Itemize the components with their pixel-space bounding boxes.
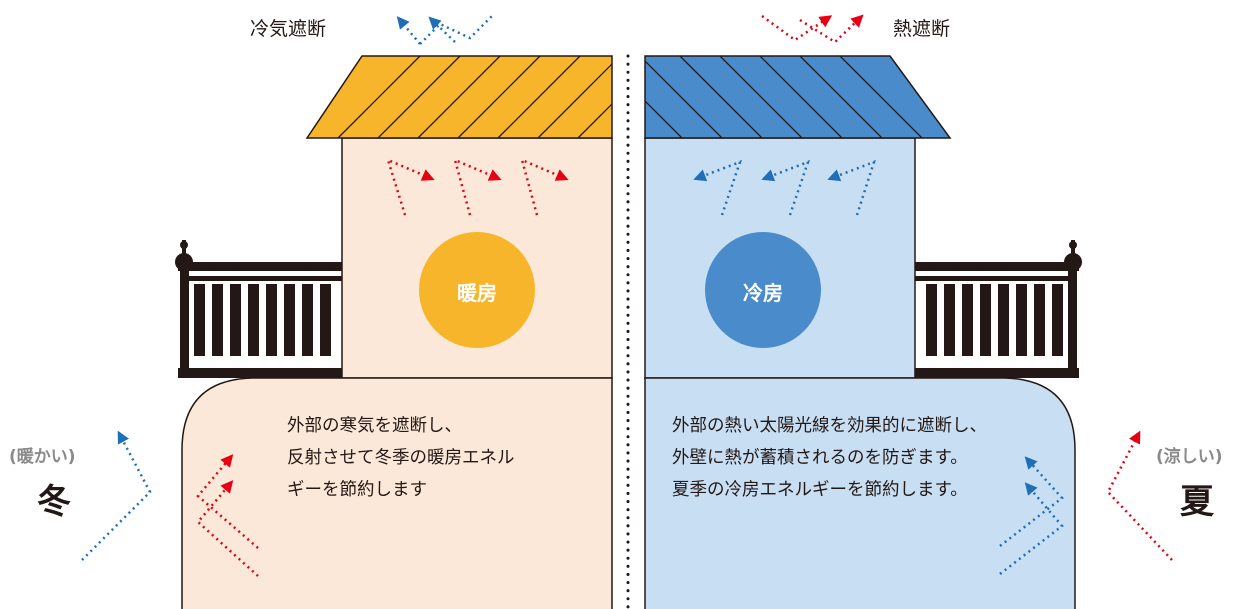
- right-lower-wall: [644, 377, 1076, 609]
- summer-sub-label: (涼しい): [1156, 447, 1223, 467]
- inner-heat-arrows-icon: [386, 157, 569, 216]
- left-railing: [175, 240, 342, 378]
- winter-reflect-arrows-icon: [196, 454, 259, 577]
- winter-description-line: ギーを節約します: [287, 480, 427, 500]
- cooling-label: 冷房: [743, 281, 783, 305]
- summer-description-line: 外壁に熱が蓄積されるのを防ぎます。: [672, 448, 968, 468]
- winter-wind-arrow-icon: [81, 430, 152, 561]
- summer-description-line: 外部の熱い太陽光線を効果的に遮断し、: [672, 416, 987, 436]
- winter-label: 冬: [37, 482, 71, 522]
- heating-label: 暖房: [457, 281, 497, 305]
- left-roof: [305, 55, 613, 139]
- right-roof: [644, 55, 952, 139]
- summer-reflect-arrows-icon: [999, 456, 1064, 575]
- summer-label: 夏: [1180, 482, 1214, 522]
- winter-description: 外部の寒気を遮断し、 反射させて冬季の暖房エネル ギーを節約します: [287, 410, 515, 506]
- left-house: [175, 55, 613, 609]
- cold-block-label: 冷気遮断: [250, 18, 327, 40]
- winter-description-line: 反射させて冬季の暖房エネル: [287, 448, 515, 468]
- winter-description-line: 外部の寒気を遮断し、: [287, 416, 462, 436]
- winter-sub-label: (暖かい): [9, 447, 76, 467]
- right-railing: [915, 240, 1082, 378]
- summer-description-line: 夏季の冷房エネルギーを節約します。: [672, 480, 968, 500]
- summer-description: 外部の熱い太陽光線を効果的に遮断し、 外壁に熱が蓄積されるのを防ぎます。 夏季の…: [672, 410, 987, 506]
- heating-circle: [419, 232, 535, 348]
- heat-block-label: 熱遮断: [893, 18, 951, 40]
- cold-block-arrows-icon: [396, 15, 493, 45]
- summer-sun-arrow-icon: [1106, 430, 1173, 561]
- inner-cold-arrows-icon: [693, 159, 876, 216]
- left-lower-wall: [181, 377, 613, 609]
- cooling-circle: [705, 232, 821, 348]
- right-house: [644, 55, 1082, 609]
- heat-block-arrows-icon: [761, 14, 864, 44]
